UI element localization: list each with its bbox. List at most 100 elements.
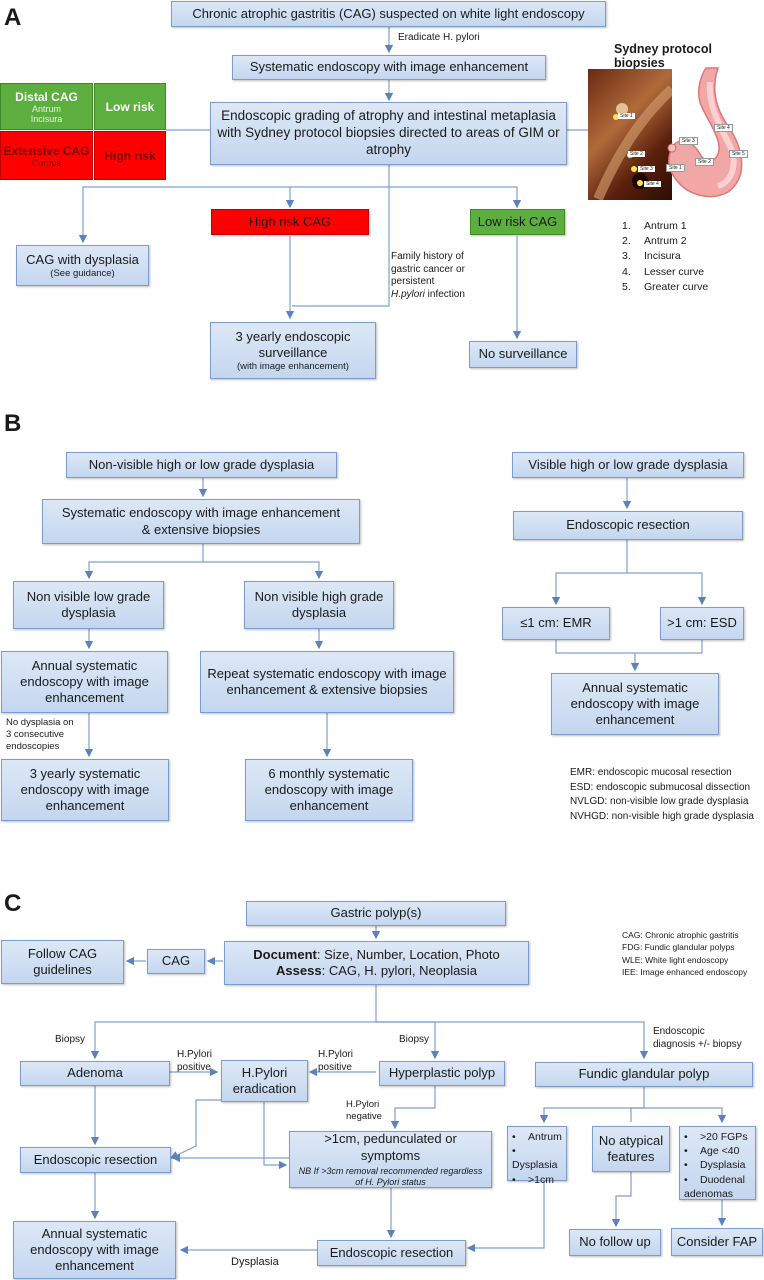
panel-a-letter: A xyxy=(4,4,22,31)
endo-resection-left-text: Endoscopic resection xyxy=(33,1151,158,1167)
fundic-glandular-polyp-text: Fundic glandular polyp xyxy=(578,1066,710,1082)
endo-diag-line1: Endoscopic xyxy=(653,1026,705,1037)
site-name: Incisura xyxy=(644,250,681,263)
gastric-polyps-text: Gastric polyp(s) xyxy=(330,905,422,921)
three-yearly-box: 3 yearly systematic endoscopy with image… xyxy=(1,759,169,821)
bullet-dysplasia: Dysplasia xyxy=(512,1144,562,1172)
no-surveillance-text: No surveillance xyxy=(478,346,568,362)
sydney-site-item: 3. Incisura xyxy=(622,249,708,264)
high-risk-cag-box: High risk CAG xyxy=(211,209,369,235)
fundic-glandular-polyp-box: Fundic glandular polyp xyxy=(535,1062,753,1087)
repeat-high-text: Repeat systematic endoscopy with image e… xyxy=(207,665,447,697)
no-dysplasia-note: No dysplasia on 3 consecutive endoscopie… xyxy=(6,717,74,753)
follow-cag-box: Follow CAG guidelines xyxy=(1,940,124,984)
surveillance-3y-box: 3 yearly endoscopic surveillance (with i… xyxy=(210,322,376,379)
grading-box: Endoscopic grading of atrophy and intest… xyxy=(210,102,567,165)
abbrev-emr: EMR: endoscopic mucosal resection xyxy=(570,767,732,778)
sydney-title: Sydney protocol biopsies xyxy=(614,42,712,70)
abbrev-cag: CAG: Chronic atrophic gastritis xyxy=(622,930,739,940)
endoscopic-diagnosis-label: Endoscopic diagnosis +/- biopsy xyxy=(653,1026,742,1051)
hp-positive-left-line1: H.Pylori xyxy=(177,1049,213,1060)
gastric-polyps-box: Gastric polyp(s) xyxy=(246,901,506,926)
endo-resection-bottom-text: Endoscopic resection xyxy=(329,1244,454,1260)
esd-box: >1 cm: ESD xyxy=(660,607,744,640)
surveillance-3y-text: 3 yearly endoscopic surveillance xyxy=(235,328,351,360)
grading-text: Endoscopic grading of atrophy and intest… xyxy=(217,108,560,157)
surveillance-3y-sub: (with image enhancement) xyxy=(237,361,349,373)
bullet-dysplasia-right: Dysplasia xyxy=(684,1158,751,1172)
photo-site-label-4: Site 4 xyxy=(644,181,661,187)
nv-low-grade-text: Non visible low grade dysplasia xyxy=(26,588,151,620)
bullet-age: Age <40 xyxy=(684,1144,751,1158)
bullet-fgps: >20 FGPs xyxy=(684,1130,751,1144)
site-number: 1. xyxy=(622,220,631,232)
photo-site-label-2: Site 2 xyxy=(628,151,645,157)
eradicate-label: Eradicate H. pylori xyxy=(398,32,480,43)
low-risk-cag-box: Low risk CAG xyxy=(470,209,565,235)
nv-low-grade-box: Non visible low grade dysplasia xyxy=(13,581,164,629)
no-dysplasia-line2: 3 consecutive xyxy=(6,728,65,740)
bullets-right-box: >20 FGPs Age <40 Dysplasia Duodenal aden… xyxy=(679,1126,756,1200)
endo-resection-left-box: Endoscopic resection xyxy=(20,1147,171,1173)
stomach-site-label-2: Site 2 xyxy=(695,158,714,166)
document-line: Document: Size, Number, Location, Photo xyxy=(253,947,499,963)
distal-cag-incisura: Incisura xyxy=(30,113,63,124)
cag-box: CAG xyxy=(147,949,205,974)
annual-low-text: Annual systematic endoscopy with image e… xyxy=(20,657,149,706)
hp-negative-label: H.Pylori negative xyxy=(346,1099,382,1123)
no-atypical-text: No atypical features xyxy=(598,1132,664,1164)
distal-cag-title: Distal CAG xyxy=(15,89,78,104)
three-yearly-text: 3 yearly systematic endoscopy with image… xyxy=(20,765,150,814)
stomach-site-label-4: Site 4 xyxy=(714,124,733,132)
no-dysplasia-line3: endoscopies xyxy=(6,740,60,752)
cag-dysplasia-text: CAG with dysplasia xyxy=(26,251,139,267)
assess-line: Assess: CAG, H. pylori, Neoplasia xyxy=(276,963,477,979)
abbrev-wle: WLE: White light endoscopy xyxy=(622,954,729,965)
high-risk-text: High risk xyxy=(104,148,156,163)
site-number: 3. xyxy=(622,250,631,263)
endo-resection-bottom-box: Endoscopic resection xyxy=(317,1240,466,1266)
sydney-site-item: 1. Antrum 1 xyxy=(622,219,708,234)
hp-positive-left: H.Pylori positive xyxy=(177,1049,212,1074)
hyperplastic-polyp-text: Hyperplastic polyp xyxy=(388,1065,496,1081)
family-note-line1: Family history of xyxy=(391,251,464,262)
abbrev-nvlgd: NVLGD: non-visible low grade dysplasia xyxy=(570,796,749,807)
high-risk-cell: High risk xyxy=(94,131,166,180)
hyperplastic-polyp-box: Hyperplastic polyp xyxy=(379,1061,505,1086)
hp-negative-line1: H.Pylori xyxy=(346,1099,380,1110)
abbrev-nvhgd: NVHGD: non-visible high grade dysplasia xyxy=(570,810,754,822)
bullet-antrum: Antrum xyxy=(512,1130,562,1144)
gt1cm-text: >1cm, pedunculated or symptoms xyxy=(324,1131,457,1163)
abbrev-esd: ESD: endoscopic submucosal dissection xyxy=(570,781,751,793)
annual-c-text: Annual systematic endoscopy with image e… xyxy=(30,1225,159,1274)
no-surveillance-box: No surveillance xyxy=(469,341,577,368)
six-monthly-box: 6 monthly systematic endoscopy with imag… xyxy=(245,759,413,821)
systematic-extensive-line2: & extensive biopsies xyxy=(141,521,261,537)
emr-text: ≤1 cm: EMR xyxy=(520,615,592,631)
biopsy-label-mid: Biopsy xyxy=(399,1034,430,1045)
abbrev-fdg: FDG: Fundic glandular polyps xyxy=(622,942,735,953)
endoscopic-resection-text-b: Endoscopic resection xyxy=(566,517,690,533)
site-name: Lesser curve xyxy=(644,265,705,278)
photo-site-label-3: Site 3 xyxy=(638,166,655,172)
endo-diag-line2: diagnosis +/- biopsy xyxy=(653,1038,742,1050)
hp-positive-right-line2: positive xyxy=(318,1061,352,1073)
site-name: Antrum 1 xyxy=(644,220,687,232)
low-risk-cell: Low risk xyxy=(94,83,166,130)
no-atypical-box: No atypical features xyxy=(592,1126,670,1172)
gt1cm-box: >1cm, pedunculated or symptoms NB If >3c… xyxy=(289,1131,492,1188)
distal-cag-antrum: Antrum xyxy=(31,103,61,114)
assess-bold: Assess xyxy=(276,963,322,978)
family-note-line2: gastric cancer or xyxy=(391,263,465,275)
panel-b-letter: B xyxy=(4,410,22,437)
sydney-sites-list: 1.Antrum 1 2.Antrum 2 3.Incisura 4.Lesse… xyxy=(622,219,708,295)
site-number: 4. xyxy=(622,265,631,278)
cag-suspected-text: Chronic atrophic gastritis (CAG) suspect… xyxy=(192,5,585,21)
esd-text: >1 cm: ESD xyxy=(667,615,737,631)
document-assess-box: Document: Size, Number, Location, Photo … xyxy=(224,941,529,985)
cag-suspected-box: Chronic atrophic gastritis (CAG) suspect… xyxy=(171,1,606,27)
stomach-diagram xyxy=(667,67,743,198)
panel-b-abbreviations: EMR: endoscopic mucosal resection ESD: e… xyxy=(570,766,754,824)
nv-high-grade-text: Non visible high grade dysplasia xyxy=(254,588,384,620)
